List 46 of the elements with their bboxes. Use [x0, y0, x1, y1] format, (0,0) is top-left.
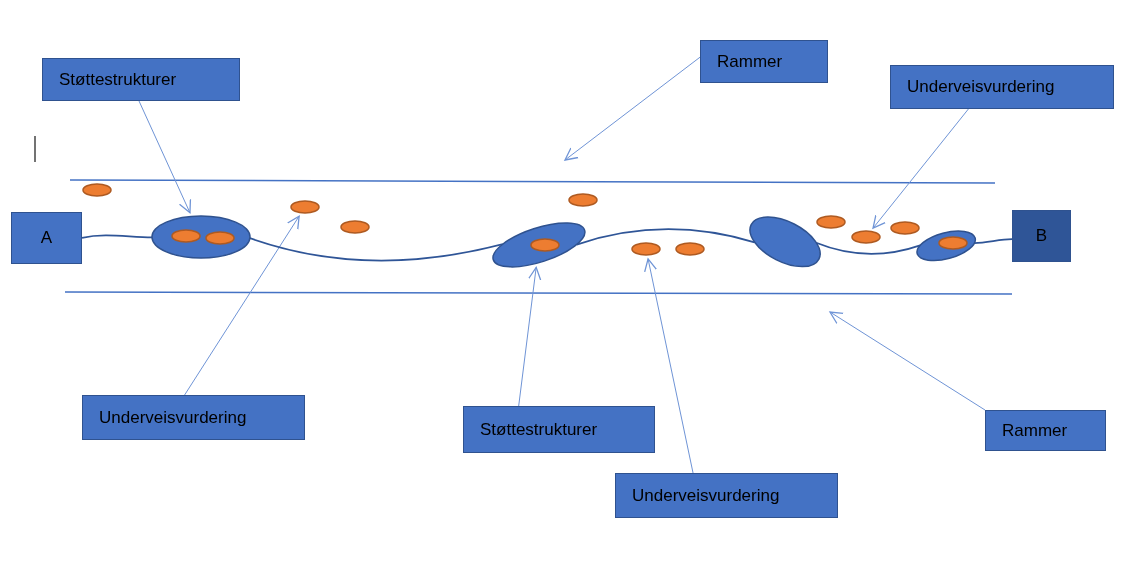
ellipse-shape — [493, 223, 585, 267]
dot — [569, 194, 597, 206]
ellipse-shape — [916, 231, 976, 261]
connector-curve — [973, 238, 1013, 244]
dot — [852, 231, 880, 243]
label-box — [11, 212, 82, 264]
ellipse-shape — [749, 217, 821, 267]
label-box — [615, 473, 838, 518]
label-box — [463, 406, 655, 453]
dot — [817, 216, 845, 228]
dot — [632, 243, 660, 255]
connector-curve — [81, 234, 153, 239]
leader-arrow — [184, 215, 300, 396]
label-box — [1012, 210, 1071, 262]
dot — [891, 222, 919, 234]
label-box — [890, 65, 1114, 109]
dot — [83, 184, 111, 196]
box-label: Underveisvurdering — [907, 77, 1055, 97]
label-box — [42, 58, 240, 101]
dot — [531, 239, 559, 251]
leader-arrow — [518, 266, 542, 407]
leader-arrow — [872, 108, 969, 229]
box-label: Underveisvurdering — [632, 485, 780, 506]
box-label: B — [1035, 226, 1048, 246]
box-label: Rammer — [717, 51, 783, 72]
dot — [676, 243, 704, 255]
label-box — [700, 40, 828, 83]
box-label: Støttestrukturer — [480, 419, 598, 440]
dot — [341, 221, 369, 233]
box-label: Støttestrukturer — [59, 69, 177, 90]
leader-arrow — [644, 258, 694, 474]
dot — [172, 230, 200, 242]
dot — [291, 201, 319, 213]
label-box — [985, 410, 1106, 451]
box-label: Rammer — [1002, 420, 1068, 441]
leader-arrow — [564, 56, 701, 161]
box-label: Underveisvurdering — [99, 407, 247, 428]
leader-arrow — [138, 100, 192, 214]
dot — [939, 237, 967, 249]
ellipse-shape — [152, 216, 250, 258]
leader-arrow — [829, 311, 986, 411]
dot — [206, 232, 234, 244]
box-label: A — [40, 228, 53, 248]
connector-curve — [249, 237, 504, 262]
label-box — [82, 395, 305, 440]
connector-curve — [575, 228, 756, 246]
